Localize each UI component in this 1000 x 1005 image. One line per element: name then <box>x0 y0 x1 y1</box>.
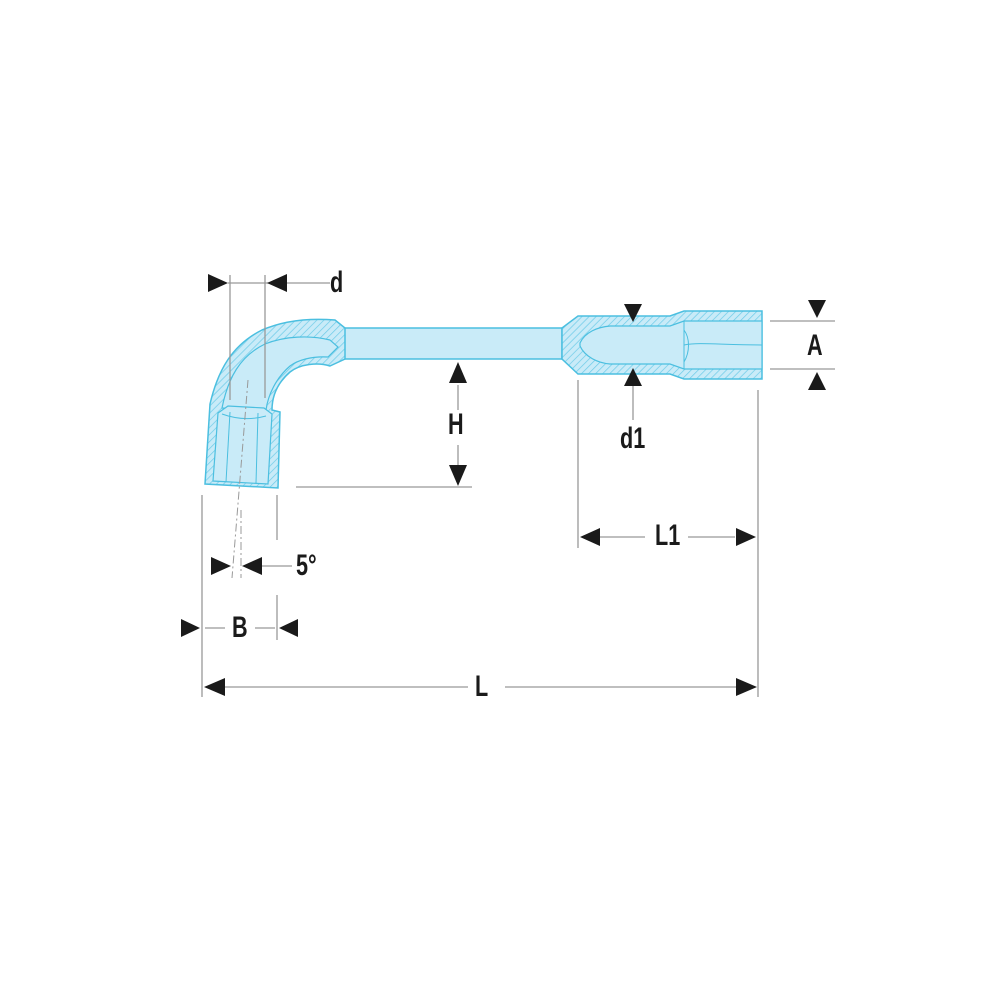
label-d: d <box>330 266 344 299</box>
arrow-down-icon <box>808 300 826 318</box>
arrowheads <box>181 274 826 696</box>
label-L: L <box>475 670 489 703</box>
arrow-down-icon <box>449 465 467 486</box>
arrow-right-icon <box>736 678 757 696</box>
arrow-right-icon <box>736 528 756 546</box>
label-L1: L1 <box>655 519 681 552</box>
angle-centerlines <box>231 379 249 579</box>
arrow-right-icon <box>208 274 228 292</box>
label-H: H <box>448 408 464 441</box>
label-A: A <box>807 329 823 362</box>
wrench-shaft <box>341 327 563 360</box>
arrow-down-icon <box>624 304 642 322</box>
straight-socket-bore <box>579 320 763 370</box>
label-B: B <box>232 611 248 644</box>
bent-head-bore <box>221 336 339 411</box>
label-angle: 5° <box>296 549 317 582</box>
arrow-left-icon <box>580 528 600 546</box>
dimension-lines <box>201 275 835 697</box>
arrow-left-icon <box>204 678 225 696</box>
arrow-right-icon <box>181 619 200 637</box>
arrow-up-icon <box>808 372 826 390</box>
label-d1: d1 <box>620 422 646 455</box>
arrow-up-icon <box>624 368 642 386</box>
arrow-left-icon <box>242 557 262 575</box>
arrow-right-icon <box>211 557 231 575</box>
arrow-up-icon <box>449 362 467 383</box>
arrow-left-icon <box>279 619 298 637</box>
arrow-left-icon <box>267 274 287 292</box>
wrench-body <box>204 310 763 489</box>
